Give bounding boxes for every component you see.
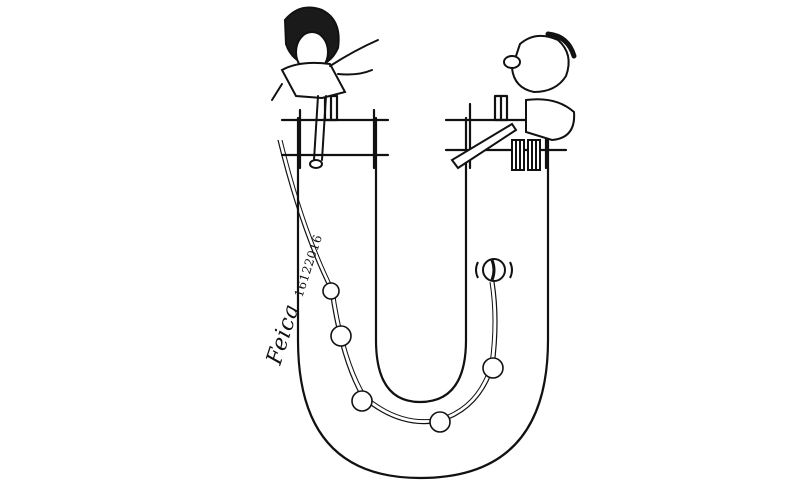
pitch-inner-outline xyxy=(374,116,468,404)
cricket-ball xyxy=(475,258,513,282)
bowler-figure xyxy=(271,6,379,169)
dust-puffs xyxy=(322,282,504,433)
batsman-figure xyxy=(450,31,577,171)
pitch-outer-outline xyxy=(296,116,550,480)
